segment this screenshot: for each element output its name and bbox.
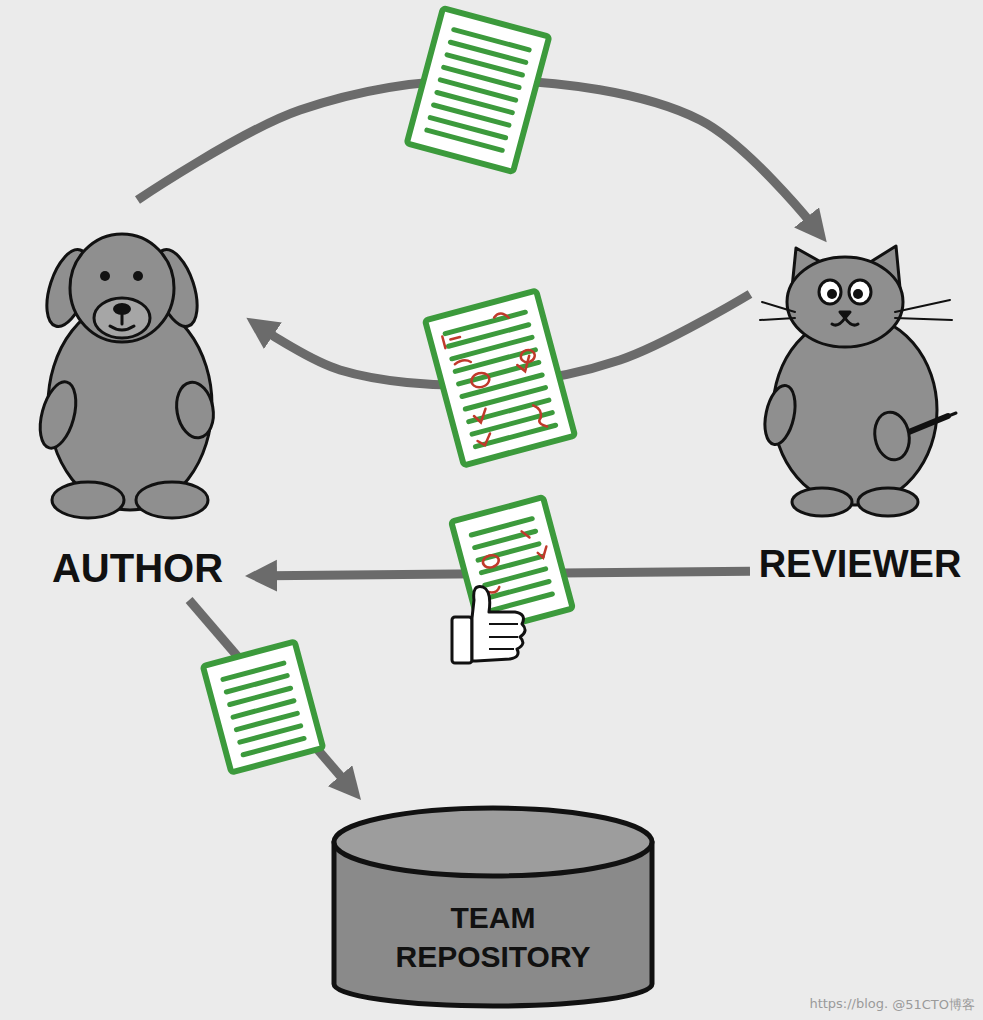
node-label: TEAM REPOSITORY	[383, 898, 603, 976]
watermark-text: https://blog.	[809, 996, 888, 1014]
dog-figure	[30, 200, 245, 600]
node-label: AUTHOR	[52, 542, 223, 594]
watermark: https://blog.@51CTO博客	[809, 996, 975, 1014]
document-sheet	[203, 642, 323, 773]
document-sheet	[407, 8, 549, 172]
watermark-text: @51CTO博客	[892, 996, 975, 1014]
author-figure: AUTHOR	[30, 200, 245, 600]
repository-node: TEAM REPOSITORY	[328, 800, 658, 1010]
thumbs-up	[452, 587, 525, 663]
flow-arrow	[189, 600, 345, 782]
reviewer-figure: REVIEWER	[750, 240, 970, 600]
document-sheet	[425, 291, 575, 466]
node-label: REVIEWER	[759, 540, 962, 589]
